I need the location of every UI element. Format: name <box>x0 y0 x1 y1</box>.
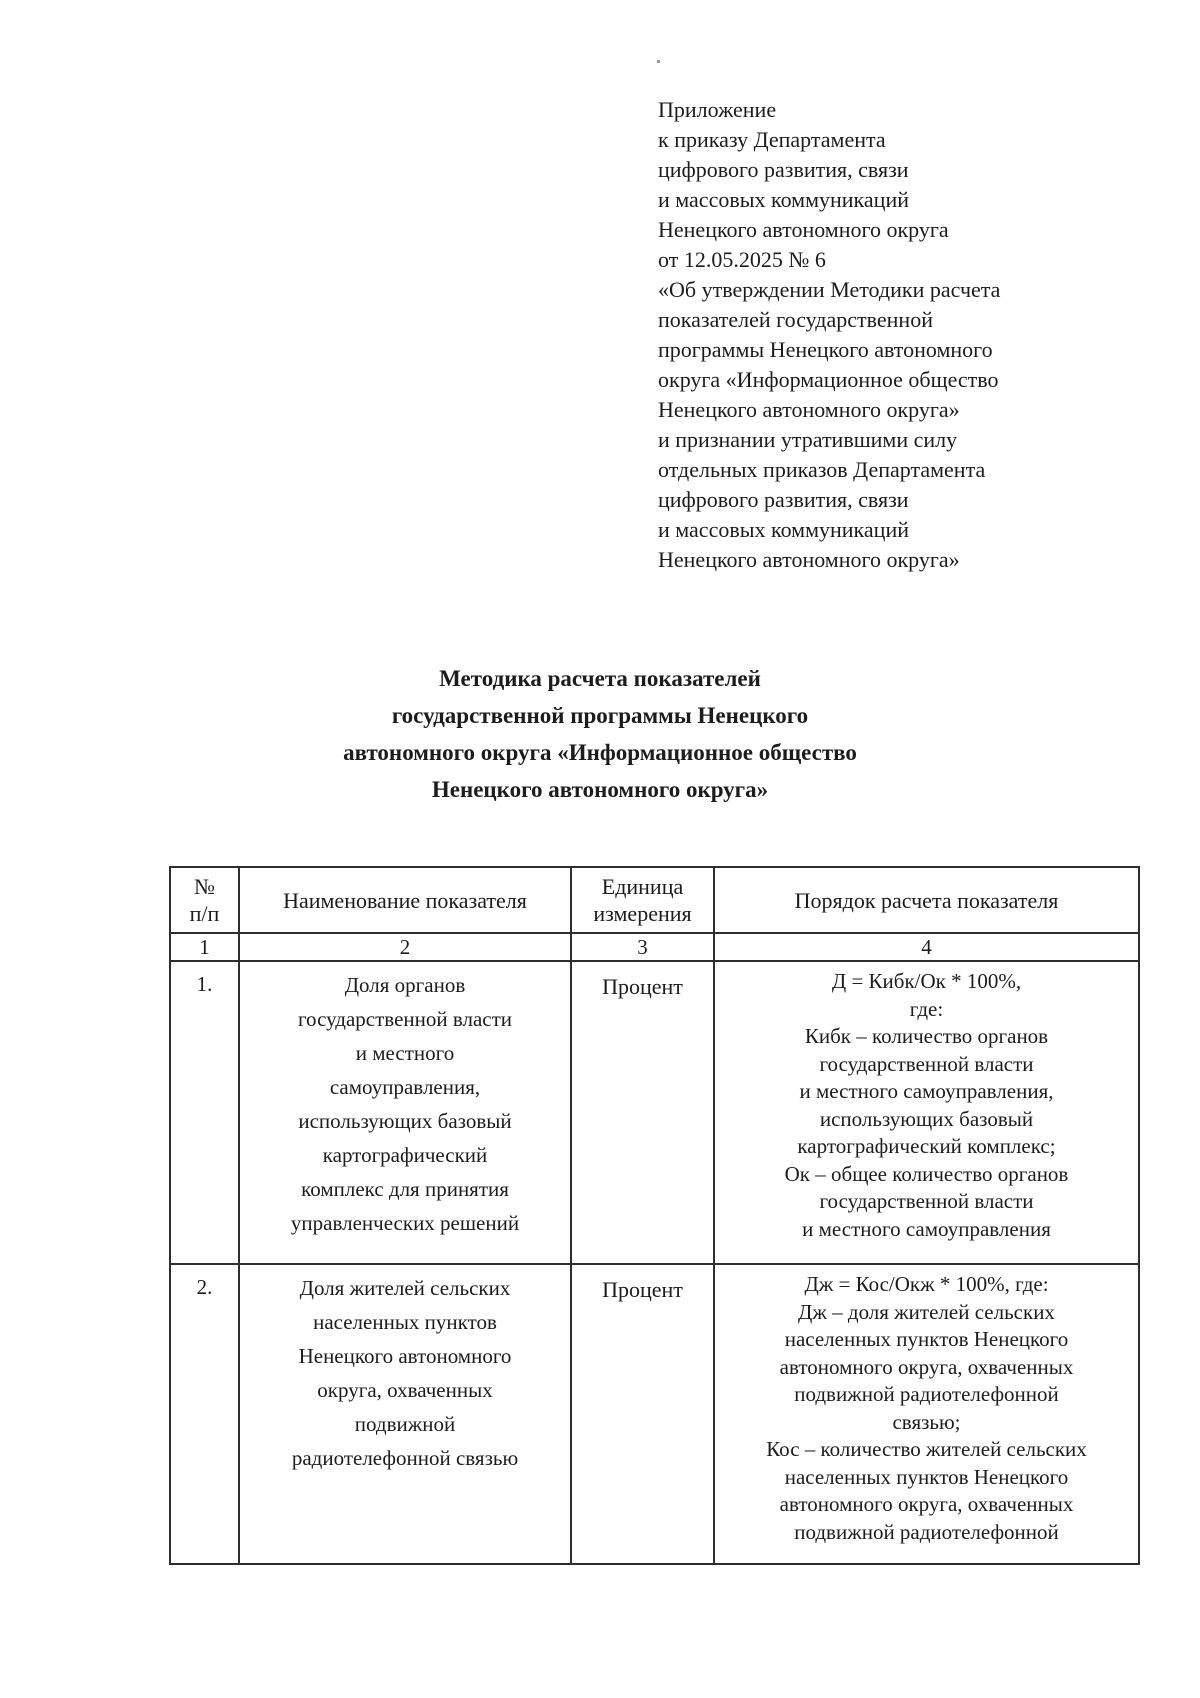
table-row: 1. Доля органов государственной власти и… <box>169 960 1140 1265</box>
indicator-name: Доля жителей сельских населенных пунктов… <box>238 1263 572 1565</box>
annex-header-block: Приложение к приказу Департамента цифров… <box>658 97 1001 572</box>
indicator-calculation: Д = Кибк/Ок * 100%, где: Кибк – количест… <box>713 960 1140 1265</box>
column-header-number: № п/п <box>169 866 240 934</box>
scan-artifact-dot <box>657 60 660 63</box>
table-header-row: № п/п Наименование показателя Единица из… <box>169 866 1140 934</box>
table-row: 2. Доля жителей сельских населенных пунк… <box>169 1263 1140 1565</box>
column-index-4: 4 <box>713 932 1140 962</box>
column-numbering-row: 1 2 3 4 <box>169 932 1140 962</box>
column-index-1: 1 <box>169 932 240 962</box>
indicator-name: Доля органов государственной власти и ме… <box>238 960 572 1265</box>
document-title: Методика расчета показателей государстве… <box>343 666 857 802</box>
row-number: 1. <box>169 960 240 1265</box>
column-index-2: 2 <box>238 932 572 962</box>
column-header-indicator-name: Наименование показателя <box>238 866 572 934</box>
column-header-calculation: Порядок расчета показателя <box>713 866 1140 934</box>
indicator-calculation: Дж = Кос/Окж * 100%, где: Дж – доля жите… <box>713 1263 1140 1565</box>
indicator-unit: Процент <box>570 1263 715 1565</box>
methodology-table: № п/п Наименование показателя Единица из… <box>169 866 1140 1565</box>
row-number: 2. <box>169 1263 240 1565</box>
indicator-unit: Процент <box>570 960 715 1265</box>
column-index-3: 3 <box>570 932 715 962</box>
column-header-unit: Единица измерения <box>570 866 715 934</box>
